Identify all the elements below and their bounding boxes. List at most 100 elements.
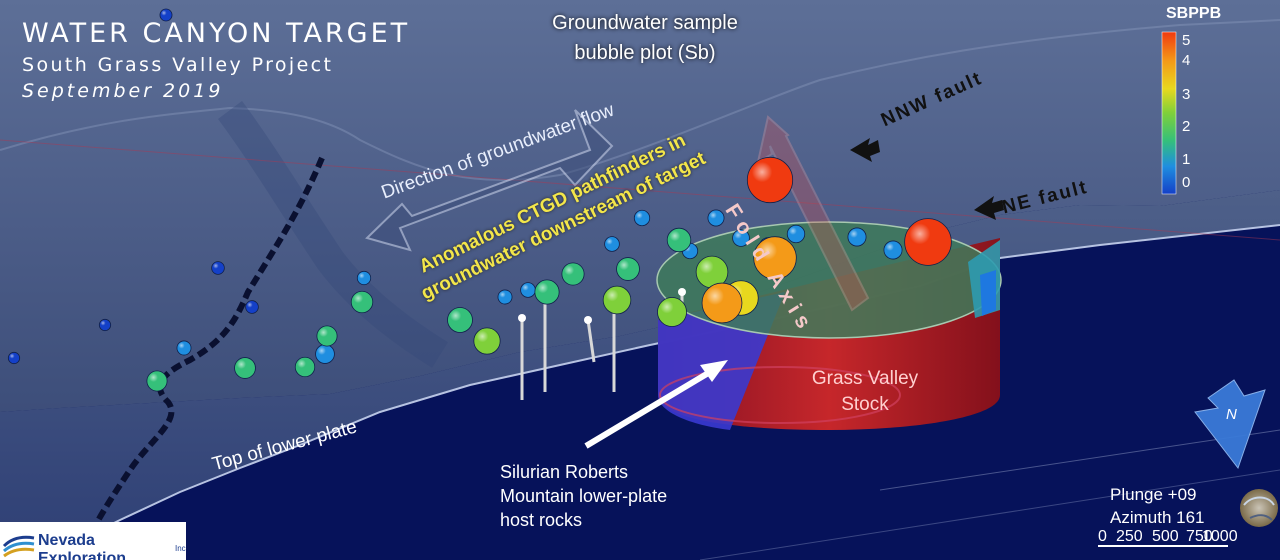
sample-bubble [666,227,692,253]
lower-plate-surface [0,190,1280,560]
sample-bubble [176,340,192,356]
sample-bubble [701,282,743,324]
sample-bubble-highlight [757,240,778,261]
logo-suffix: Inc [175,544,186,553]
sample-bubble-highlight [885,242,894,251]
sample-bubble-highlight [706,287,724,305]
faint-line-2 [879,429,1280,491]
sample-bubble-highlight [709,211,717,219]
logo-name: Nevada Exploration [38,532,127,560]
stock-label: Grass Valley Stock [811,368,919,415]
legend-tick: 4 [1182,52,1191,69]
sample-bubble-highlight [751,161,773,183]
sample-bubble [447,307,473,333]
sample-bubble [604,236,620,252]
scale-tick: 1000 [1202,528,1238,545]
host-rock-label: Silurian Roberts Mountain lower-plate ho… [500,462,668,530]
north-arrow [1194,379,1266,470]
sample-bubble-highlight [236,359,247,370]
sample-bubble [7,351,21,365]
legend-tick: 5 [1182,32,1191,49]
sample-bubble [316,325,338,347]
sample-bubble-highlight [353,293,364,304]
sample-bubble [497,289,513,305]
sample-bubble-highlight [606,238,613,245]
upper-plate-surface [0,0,1280,412]
sample-bubble-highlight [734,231,742,239]
sample-bubble [211,261,225,275]
ridge-shadow [217,101,448,368]
sample-bubble [561,262,585,286]
sample-bubble-highlight [476,330,489,343]
sample-bubble [657,297,687,327]
sample-bubble [904,218,952,266]
scale-tick: 750 [1186,528,1213,545]
map-date: September 2019 [22,80,224,102]
azimuth-readout: Azimuth 161 [1110,508,1205,527]
scale-tick: 250 [1116,528,1143,545]
sample-bubble [520,282,536,298]
legend-tick: 3 [1182,86,1191,103]
sample-bubble-highlight [564,265,575,276]
sample-bubble-highlight [450,310,462,322]
sample-bubble-highlight [660,300,674,314]
sample-bubble [315,344,335,364]
scale-tick: 0 [1098,528,1107,545]
sample-bubble-highlight [161,10,167,16]
sample-bubble-highlight [499,291,506,298]
sample-bubble-highlight [537,282,549,294]
plunge-readout: Plunge +09 [1110,485,1197,504]
sample-bubble [98,318,112,332]
sample-bubble [146,370,168,392]
sample-bubble-highlight [635,211,643,219]
legend-tick: 2 [1182,118,1191,135]
legend-tick: 0 [1182,174,1191,191]
map-title: WATER CANYON TARGET [22,18,411,49]
logo-swoosh-icon [2,535,35,558]
sample-bubble [350,290,374,314]
sample-bubble [356,270,372,286]
sample-bubble-highlight [909,223,931,245]
sample-bubble [616,257,640,281]
sample-bubble [602,285,632,315]
sample-bubble [294,356,316,378]
dashed-fault-trace [77,156,325,560]
bubble-plot-label: Groundwater sample bubble plot (Sb) [552,12,738,64]
sample-bubble-highlight [789,227,797,235]
scale-labels: 0 250 500 750 1000 [1098,528,1238,546]
sample-bubble-highlight [9,353,15,359]
project-name: South Grass Valley Project [22,54,334,76]
scale-tick: 500 [1152,528,1179,545]
faint-line-1 [0,139,1280,241]
host-rock-pointer [584,369,712,449]
sample-bubble-highlight [522,284,529,291]
sample-bubble-highlight [318,327,329,338]
sample-bubble [245,300,259,314]
sample-bubble-highlight [100,320,106,326]
legend-title: SBPPB [1166,5,1222,22]
globe-icon [1240,489,1278,527]
host-rock-pointer-head [700,360,728,382]
sample-bubble-highlight [178,342,185,349]
sample-bubble-highlight [849,229,858,238]
sample-bubbles [7,8,952,392]
sbppb-colorbar [1161,31,1177,195]
groundwater-flow-arrow [365,109,614,252]
sample-bubble-highlight [618,259,630,271]
sample-bubble-highlight [246,301,253,308]
sample-bubble [234,357,256,379]
sample-bubble [746,156,794,204]
sample-bubble-highlight [669,230,681,242]
sample-bubble [786,224,806,244]
company-logo: Nevada Exploration Inc [0,522,186,560]
sample-bubble-highlight [699,259,714,274]
sample-bubble-highlight [297,359,306,368]
sample-bubble [847,227,867,247]
sample-bubble-highlight [212,262,219,269]
sample-bubble [883,240,903,260]
sample-bubble [534,279,560,305]
sample-bubble-highlight [148,372,159,383]
sample-bubble-highlight [317,346,326,355]
